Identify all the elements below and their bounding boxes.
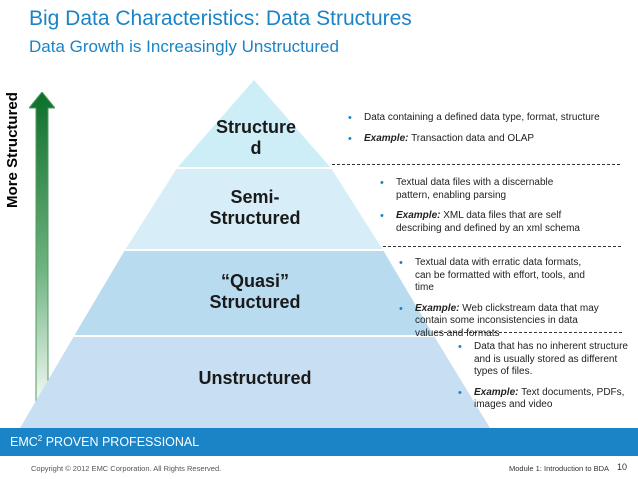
tier-label-line: Unstructured [198, 368, 312, 388]
copyright-text: Copyright © 2012 EMC Corporation. All Ri… [31, 464, 222, 473]
tier-label-unstructured: Unstructured [175, 368, 335, 389]
separator-dashed [332, 164, 620, 165]
separator-dashed [434, 332, 622, 333]
list-item: •Data that has no inherent structure and… [458, 341, 628, 377]
tier-label-line: “Quasi” [220, 271, 290, 291]
tier-label-line: Semi- [230, 187, 280, 207]
more-structured-label: More Structured [4, 92, 21, 208]
brand-logo: EMC2 PROVEN PROFESSIONAL [10, 434, 200, 450]
list-item: •Example: Transaction data and OLAP [348, 132, 535, 145]
bullet-icon: • [399, 257, 403, 269]
bullet-icon: • [348, 112, 352, 124]
list-item: •Textual data files with a discernable p… [380, 177, 554, 201]
slide-title: Big Data Characteristics: Data Structure… [29, 7, 412, 30]
module-name: Module 1: Introduction to BDA [509, 464, 610, 473]
tier-label-line: d [250, 138, 262, 158]
list-item: •Example: Text documents, PDFs, images a… [458, 386, 625, 411]
bullet-icon: • [458, 341, 462, 353]
footer-bar: EMC2 PROVEN PROFESSIONAL [0, 428, 638, 456]
tier-label-line: Structured [209, 292, 301, 312]
tier-label-line: Structure [215, 117, 296, 137]
more-structured-arrow-icon [27, 91, 57, 415]
bullet-icon: • [348, 132, 352, 145]
unstructured-description: •Data that has no inherent structure and… [458, 341, 628, 420]
list-item: •Example: Web clickstream data that may … [399, 302, 599, 339]
bullet-icon: • [458, 386, 462, 399]
semi-structured-description: •Textual data files with a discernable p… [380, 177, 580, 243]
quasi-structured-description: •Textual data with erratic data formats,… [399, 257, 599, 348]
slide-subtitle: Data Growth is Increasingly Unstructured [29, 37, 339, 56]
bullet-icon: • [380, 177, 384, 189]
bullet-icon: • [399, 302, 403, 315]
list-item: •Data containing a defined data type, fo… [348, 112, 600, 124]
list-item: •Example: XML data files that are self d… [380, 210, 580, 234]
tier-label-structured: Structure d [196, 117, 316, 159]
separator-dashed [383, 246, 621, 247]
page-number: 10 [617, 462, 628, 472]
list-item: •Textual data with erratic data formats,… [399, 257, 585, 293]
tier-label-quasi-structured: “Quasi” Structured [190, 271, 320, 313]
tier-label-line: Structured [209, 208, 301, 228]
tier-label-semi-structured: Semi- Structured [190, 187, 320, 229]
structured-description: •Data containing a defined data type, fo… [348, 112, 630, 153]
bullet-icon: • [380, 210, 384, 222]
